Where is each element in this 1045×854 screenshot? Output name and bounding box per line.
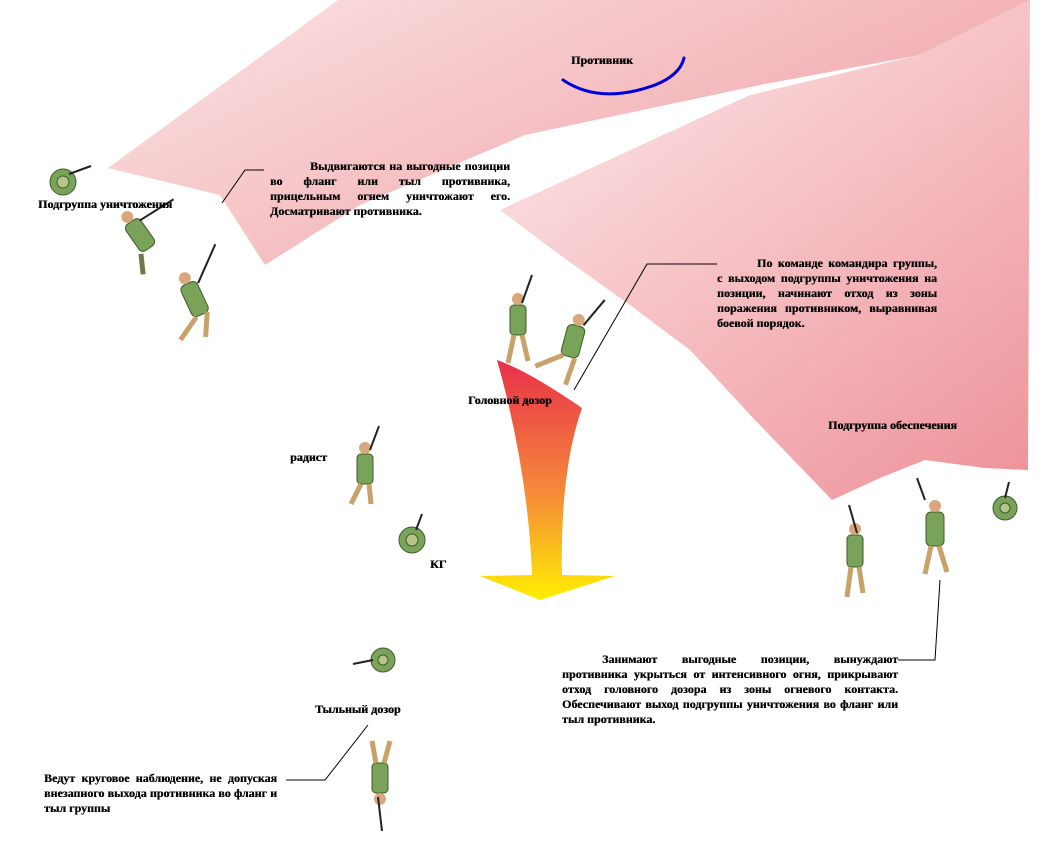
destruction-subgroup-label: Подгруппа уничтожения	[38, 197, 173, 211]
rear-patrol-note: Ведут круговое наблюдение, не допуская в…	[44, 771, 277, 815]
soldier-figure	[348, 425, 380, 506]
enemy-label: Противник	[571, 53, 633, 67]
radio-operator-label: радист	[290, 450, 327, 464]
soldier-figure	[992, 481, 1018, 521]
head-patrol-note: По команде командира группы, с выходом п…	[717, 256, 937, 330]
kg-label: КГ	[430, 557, 447, 571]
soldier-figure	[178, 243, 217, 342]
enemy-position-arc	[561, 56, 686, 96]
fire-zone-left	[108, 0, 1030, 265]
fire-zone-right	[500, 0, 1030, 500]
soldier-figure	[369, 740, 393, 832]
soldier-figure	[352, 647, 396, 673]
movement-arrow	[480, 360, 615, 600]
soldier-figure	[398, 513, 426, 554]
leader-lines	[221, 169, 941, 781]
soldier-figure	[121, 198, 175, 275]
destruction-note: Выдвигаются на выгодные позиции во фланг…	[270, 159, 510, 218]
soldier-figure	[844, 504, 866, 598]
soldier-figure	[505, 274, 533, 364]
rear-patrol-label: Тыльный дозор	[315, 702, 401, 716]
head-patrol-label: Головной дозор	[468, 393, 552, 407]
soldier-figure	[534, 299, 606, 386]
support-subgroup-label: Подгруппа обеспечения	[828, 418, 957, 432]
soldier-figure	[49, 165, 92, 196]
support-note: Занимают выгодные позиции, вынуждают про…	[562, 652, 898, 726]
soldier-figure	[916, 477, 950, 575]
